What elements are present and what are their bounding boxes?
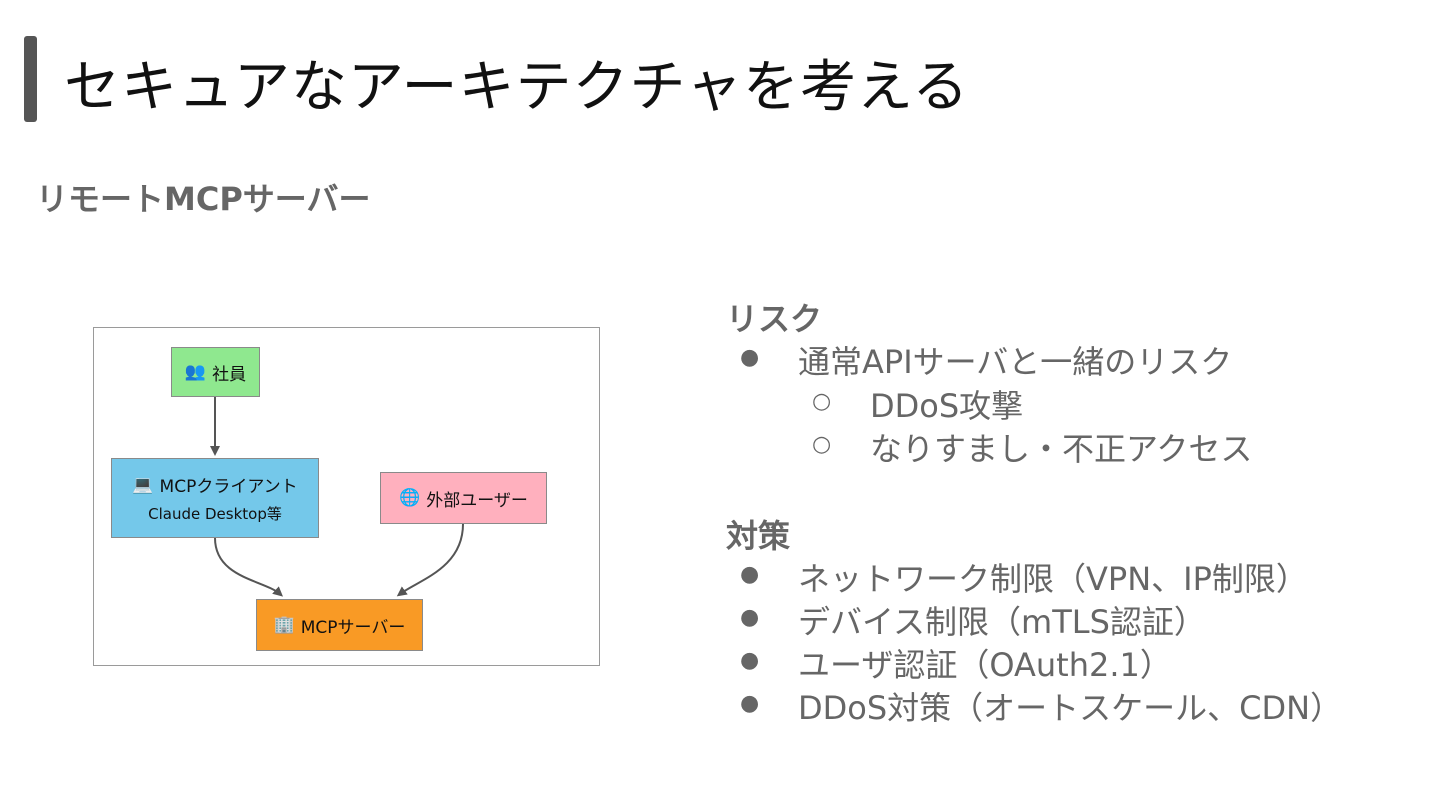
architecture-diagram: 👥 社員 💻 MCPクライアント Claude Desktop等 🌐 外部ユーザ… [93, 327, 600, 666]
diagram-edges [210, 397, 464, 597]
countermeasure-text: ネットワーク制限（VPN、IP制限） [798, 560, 1308, 598]
building-icon: 🏢 [273, 615, 295, 635]
node-server-label: MCPサーバー [300, 617, 406, 638]
bullet-icon: ● [740, 345, 760, 370]
risk-subitem-text: なりすまし・不正アクセス [870, 430, 1253, 468]
countermeasure-text: デバイス制限（mTLS認証） [798, 603, 1206, 641]
bullet-icon: ● [740, 562, 760, 587]
node-mcp-client: 💻 MCPクライアント Claude Desktop等 [111, 458, 319, 538]
slide-title: セキュアなアーキテクチャを考える [64, 55, 970, 120]
node-staff: 👥 社員 [171, 347, 260, 397]
globe-icon: 🌐 [399, 488, 421, 508]
bullet-icon: ● [740, 691, 760, 716]
countermeasures-heading: 対策 [726, 517, 791, 555]
node-external-label: 外部ユーザー [426, 490, 528, 511]
node-client-sublabel: Claude Desktop等 [148, 505, 282, 523]
node-external-user: 🌐 外部ユーザー [380, 472, 547, 524]
countermeasure-text: ユーザ認証（OAuth2.1） [798, 646, 1172, 684]
sub-bullet-icon: ○ [812, 432, 832, 457]
laptop-icon: 💻 [132, 474, 154, 495]
title-accent-bar [24, 36, 37, 122]
risk-item-text: 通常APIサーバと一緒のリスク [798, 343, 1233, 381]
node-client-label: MCPクライアント [159, 477, 298, 497]
people-icon: 👥 [184, 362, 207, 382]
node-mcp-server: 🏢 MCPサーバー [256, 599, 423, 651]
edge-external-to-server [396, 523, 464, 597]
node-staff-label: 社員 [212, 364, 247, 385]
bullet-icon: ● [740, 605, 760, 630]
sub-bullet-icon: ○ [812, 389, 832, 414]
bullet-icon: ● [740, 648, 760, 673]
slide-subtitle: リモートMCPサーバー [36, 180, 371, 218]
risk-heading: リスク [726, 300, 823, 338]
countermeasure-text: DDoS対策（オートスケール、CDN） [798, 689, 1343, 727]
risk-subitem-text: DDoS攻撃 [870, 387, 1024, 425]
edge-client-to-server [214, 537, 284, 597]
